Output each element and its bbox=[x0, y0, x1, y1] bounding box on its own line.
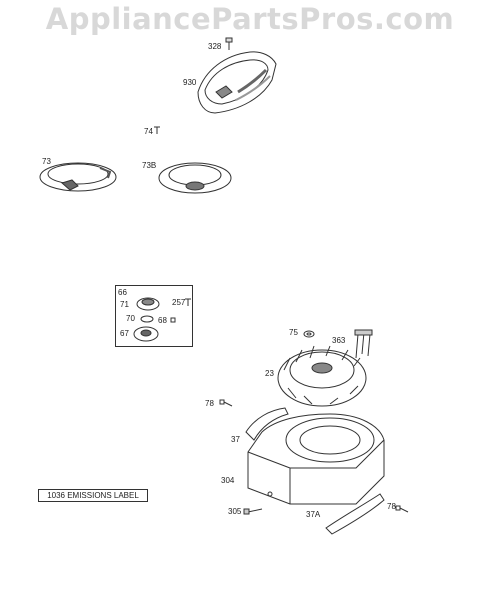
flywheel-23 bbox=[277, 345, 367, 407]
screw-74 bbox=[154, 126, 160, 134]
stud-363 bbox=[354, 329, 373, 359]
starter-pawl-71 bbox=[136, 297, 160, 311]
screw-305 bbox=[243, 508, 263, 515]
label-78-top: 78 bbox=[205, 399, 214, 408]
disc-73b bbox=[158, 162, 232, 194]
label-37: 37 bbox=[231, 435, 240, 444]
label-70: 70 bbox=[126, 314, 135, 323]
label-37a: 37A bbox=[306, 510, 321, 519]
screw-78-bottom bbox=[395, 505, 409, 513]
label-305: 305 bbox=[228, 507, 242, 516]
label-74: 74 bbox=[144, 127, 153, 136]
emissions-label-box: 1036 EMISSIONS LABEL bbox=[38, 489, 148, 502]
label-328: 328 bbox=[208, 42, 222, 51]
label-71: 71 bbox=[120, 300, 129, 309]
baffle-37 bbox=[245, 407, 289, 441]
ratchet-67 bbox=[133, 326, 159, 342]
blower-housing-304 bbox=[247, 413, 385, 505]
label-304: 304 bbox=[221, 476, 235, 485]
label-257: 257 bbox=[172, 298, 186, 307]
bolt-328 bbox=[225, 37, 233, 50]
watermark: AppliancePartsPros.com bbox=[45, 2, 455, 36]
label-75: 75 bbox=[289, 328, 298, 337]
label-78-bottom: 78 bbox=[387, 502, 396, 511]
label-66: 66 bbox=[118, 288, 127, 297]
inset-box-66 bbox=[115, 285, 193, 347]
label-67: 67 bbox=[120, 329, 129, 338]
engine-cover-930 bbox=[197, 51, 277, 114]
label-930: 930 bbox=[183, 78, 197, 87]
washer-70 bbox=[140, 315, 154, 323]
label-363: 363 bbox=[332, 336, 346, 345]
washer-75 bbox=[303, 330, 315, 338]
screw-78-top bbox=[219, 399, 233, 407]
spring-68 bbox=[170, 317, 176, 323]
label-23: 23 bbox=[265, 369, 274, 378]
screw-257 bbox=[185, 298, 191, 306]
disc-73 bbox=[39, 162, 117, 192]
label-68: 68 bbox=[158, 316, 167, 325]
label-73: 73 bbox=[42, 157, 51, 166]
baffle-37a bbox=[325, 493, 385, 535]
label-73b: 73B bbox=[142, 161, 157, 170]
